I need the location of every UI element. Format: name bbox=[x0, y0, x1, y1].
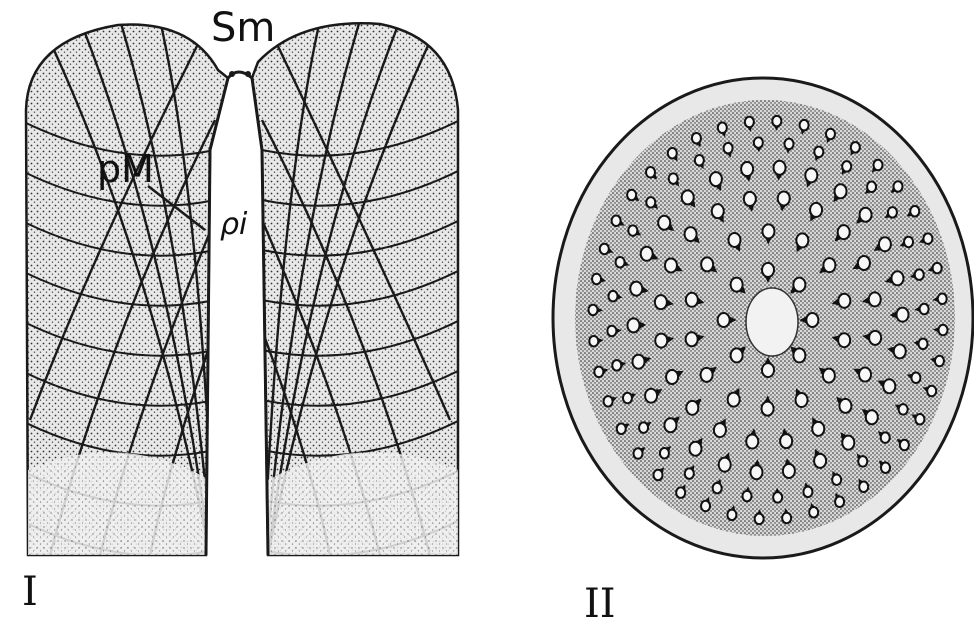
central-lumen bbox=[746, 288, 798, 356]
panel-label-i: I bbox=[22, 572, 38, 612]
longitudinal-section-diagram bbox=[20, 20, 460, 560]
panel-label-ii: II bbox=[584, 584, 616, 624]
label-sm: Sm bbox=[211, 8, 275, 48]
transverse-section-diagram bbox=[553, 78, 973, 558]
central-canal bbox=[206, 72, 268, 555]
label-ri: ρi bbox=[220, 210, 247, 240]
label-pm: pM bbox=[97, 150, 154, 188]
